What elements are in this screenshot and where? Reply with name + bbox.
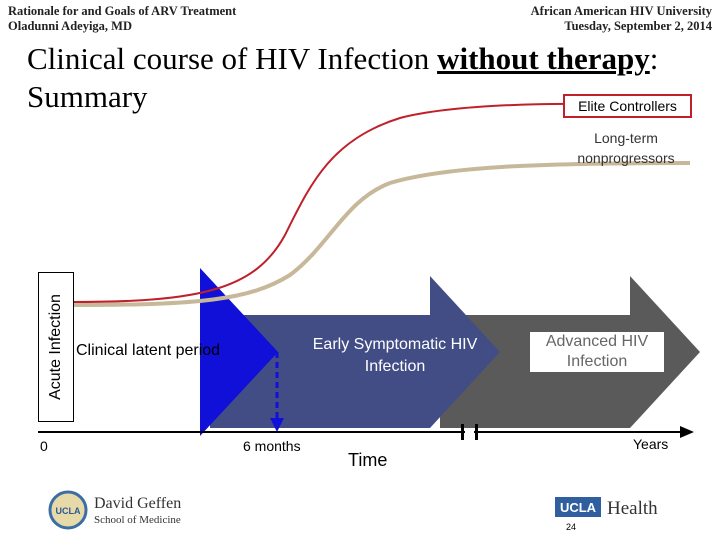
- ucla-health-logo: UCLA Health: [555, 497, 658, 519]
- health-word: Health: [607, 498, 658, 519]
- header-author: Oladunni Adeyiga, MD: [8, 19, 132, 33]
- time-axis-arrowhead: [680, 426, 694, 438]
- acute-infection-label: Acute Infection: [47, 294, 64, 400]
- axis-break-right: [475, 424, 478, 440]
- ucla-badge-text: UCLA: [560, 500, 597, 515]
- latent-period-label: Clinical latent period: [76, 342, 221, 359]
- ltnp-curve: [71, 161, 691, 307]
- header-date: Tuesday, September 2, 2014: [564, 19, 712, 33]
- seal-text: UCLA: [56, 506, 81, 516]
- header-left: Rationale for and Goals of ARV Treatment…: [8, 4, 236, 34]
- elite-controllers-curve: [71, 102, 691, 303]
- header-event: African American HIV University: [530, 4, 712, 18]
- ucla-seal-icon: [48, 490, 88, 530]
- time-axis-label: Time: [348, 450, 388, 470]
- geffen-school: School of Medicine: [94, 514, 181, 526]
- years-label: Years: [633, 436, 669, 452]
- axis-origin-label: 0: [40, 438, 48, 454]
- title-part-1: Clinical course of HIV Infection: [27, 41, 438, 76]
- title-part-2: : Summary: [27, 41, 659, 114]
- axis-break-gap: [465, 428, 474, 436]
- page-number: 24: [566, 522, 577, 532]
- geffen-school-logo: UCLA David Geffen School of Medicine: [48, 490, 181, 530]
- title-emphasis: without therapy: [437, 41, 650, 76]
- header-course-title: Rationale for and Goals of ARV Treatment: [8, 4, 237, 18]
- ltnp-label: Long-term nonprogressors: [577, 130, 675, 166]
- acute-infection-box: Acute Infection: [38, 272, 74, 422]
- ucla-badge: [555, 497, 601, 517]
- phase-early-arrow: [210, 276, 500, 428]
- early-symptomatic-label: Early Symptomatic HIV Infection: [312, 336, 478, 375]
- elite-controllers-label: Elite Controllers: [563, 94, 692, 118]
- axis-break-left: [461, 424, 464, 440]
- latent-label-box: [72, 272, 200, 432]
- advanced-hiv-label: Advanced HIV Infection: [530, 332, 664, 372]
- slide-title: Clinical course of HIV Infection without…: [27, 40, 720, 116]
- geffen-name: David Geffen: [94, 495, 181, 512]
- header-right: African American HIV University Tuesday,…: [531, 4, 712, 34]
- six-month-marker-arrowhead: [270, 418, 284, 432]
- six-months-label: 6 months: [243, 438, 301, 454]
